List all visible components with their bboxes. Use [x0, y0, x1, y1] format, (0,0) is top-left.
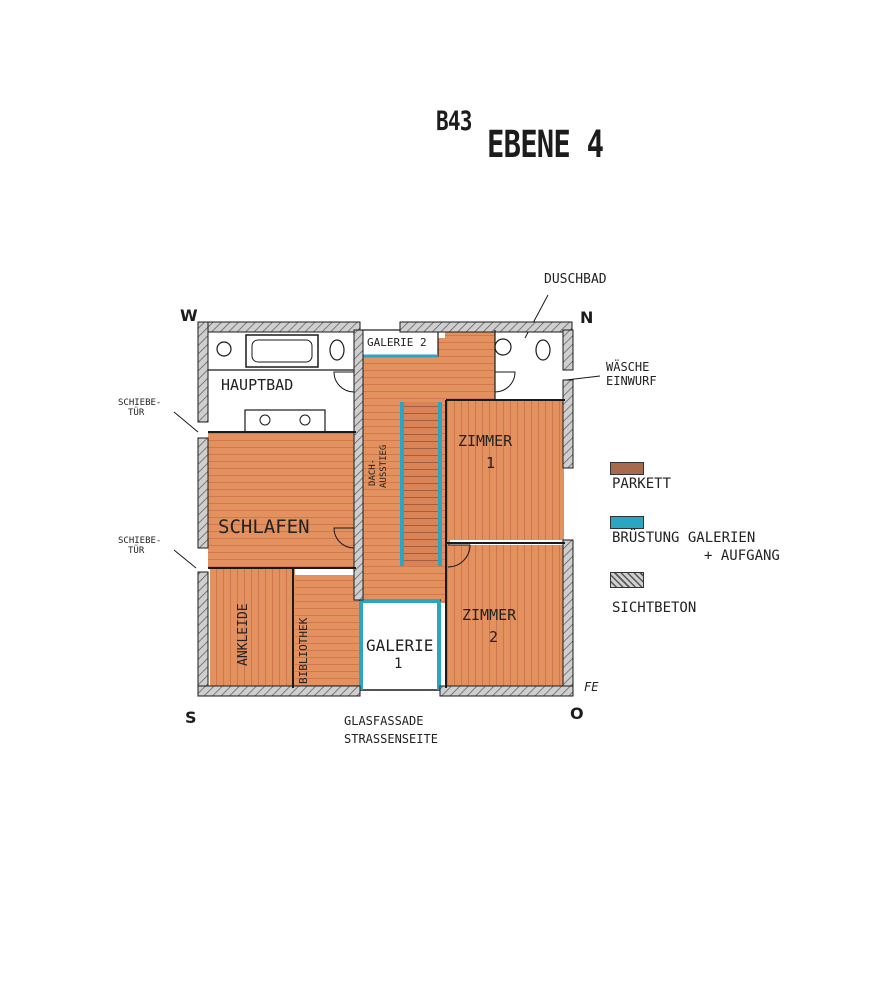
einwurf-label: EINWURF: [606, 374, 657, 388]
room-duschbad: DUSCHBAD: [544, 272, 607, 287]
legend-label-bruestung: BRÜSTUNG GALERIEN: [612, 530, 756, 546]
floor-corridor-bottom: [360, 568, 446, 603]
legend-swatch-sichtbeton: [610, 572, 644, 588]
wall-west-top: [197, 321, 209, 423]
room-hauptbad: HAUPTBAD: [221, 376, 294, 394]
room-zimmer1-number: 1: [486, 454, 496, 472]
room-dachausstieg-2: AUSSTIEG: [379, 444, 389, 488]
compass-east: O: [570, 704, 584, 723]
room-ankleide: ANKLEIDE: [236, 603, 251, 666]
schiebetuer-top-label: SCHIEBE-: [118, 398, 162, 408]
floor-ankleide: [210, 568, 295, 686]
glasfassade-label: GLASFASSADE: [344, 714, 424, 728]
room-bibliothek: BIBLIOTHEK: [297, 617, 310, 684]
stairs: [402, 402, 440, 566]
waesche-label: WÄSCHE: [606, 360, 650, 374]
legend-swatch-bruestung: [610, 516, 644, 529]
wall-south-left: [197, 685, 361, 697]
room-zimmer2-number: 2: [489, 628, 499, 646]
galerie2-void: [361, 329, 439, 357]
plan-code: B43: [436, 106, 472, 137]
shower: [494, 338, 512, 356]
compass-west: W: [180, 306, 198, 325]
legend-label-aufgang: + AUFGANG: [704, 548, 780, 564]
wall-east-mid: [562, 379, 574, 469]
wall-north-right: [399, 321, 573, 333]
compass-south: S: [185, 708, 197, 727]
room-zimmer2: ZIMMER: [462, 606, 517, 624]
room-galerie2: GALERIE 2: [367, 336, 427, 349]
legend-label-parkett: PARKETT: [612, 476, 672, 492]
door-zimmer2: [447, 544, 471, 568]
door-schlafen: [333, 527, 355, 549]
door-duschbad: [494, 371, 516, 393]
vanity-sink-1: [259, 414, 271, 426]
toilet-duschbad: [535, 339, 551, 361]
room-galerie1-number: 1: [394, 656, 403, 672]
wall-west-bottom: [197, 571, 209, 693]
legend-swatch-parkett: [610, 462, 644, 475]
schiebetuer-top-label-2: TÜR: [128, 408, 145, 418]
schiebetuer-bottom-label: SCHIEBE-: [118, 536, 162, 546]
bathtub-inner: [251, 339, 313, 363]
vanity: [244, 409, 326, 433]
wall-north-left: [199, 321, 361, 333]
legend-label-sichtbeton: SICHTBETON: [612, 600, 697, 616]
schiebetuer-bottom-label-2: TÜR: [128, 546, 145, 556]
room-schlafen: SCHLAFEN: [218, 516, 310, 538]
wall-south-right: [439, 685, 574, 697]
wall-central: [353, 329, 364, 601]
wall-east-top: [562, 329, 574, 371]
plan-title: EBENE 4: [487, 123, 604, 166]
door-hauptbad: [333, 371, 355, 393]
floor-zimmer1: [446, 400, 564, 540]
floor-schlafen: [208, 432, 358, 567]
toilet-hauptbad: [329, 339, 345, 361]
room-zimmer1: ZIMMER: [458, 432, 513, 450]
sink-left: [216, 341, 232, 357]
room-dachausstieg-1: DACH-: [368, 458, 378, 486]
vanity-sink-2: [299, 414, 311, 426]
schiebetuer-bottom-pointer: [173, 549, 197, 569]
signature: FE: [584, 680, 599, 694]
wall-east-bottom: [562, 539, 574, 691]
compass-north: N: [580, 308, 594, 327]
room-galerie1: GALERIE: [366, 636, 434, 655]
floor-galerie2: [445, 330, 495, 400]
schiebetuer-top-pointer: [173, 411, 199, 433]
floor-bibliothek: [295, 575, 360, 687]
wall-west-mid: [197, 437, 209, 549]
floor-zimmer2: [446, 545, 564, 687]
strassenseite-label: STRASSENSEITE: [344, 732, 438, 746]
waesche-pointer: [565, 375, 601, 381]
